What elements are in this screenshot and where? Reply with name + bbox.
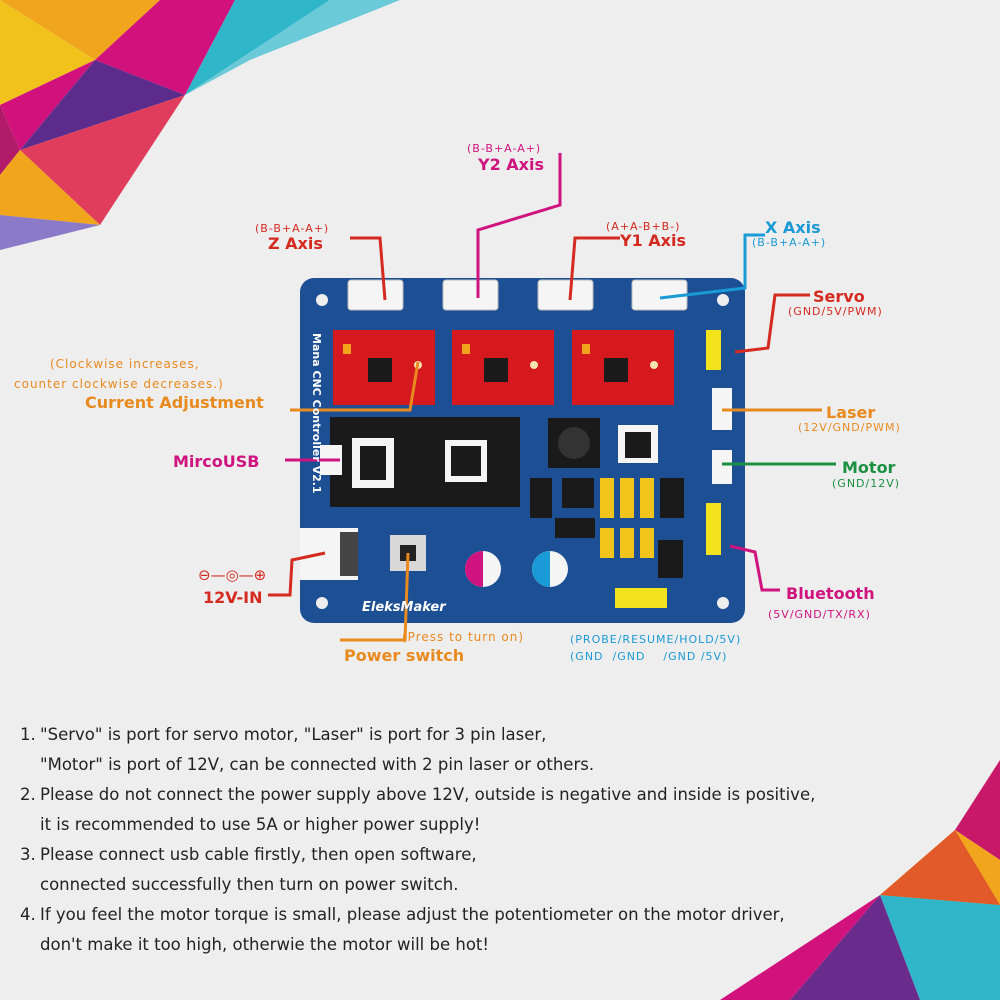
stepper-connectors xyxy=(347,279,688,311)
motor-pins: (GND/12V) xyxy=(832,477,901,490)
power-polarity-icon: ⊖—◎—⊕ xyxy=(198,566,267,584)
y2-axis-pins: (B-B+A-A+) xyxy=(467,142,542,155)
x-axis-label: X Axis xyxy=(765,218,821,237)
stepper-drivers xyxy=(333,330,674,405)
y1-axis-pins: (A+A-B+B-) xyxy=(606,220,681,233)
z-axis-label: Z Axis xyxy=(268,234,323,253)
current-note-1: (Clockwise increases, xyxy=(50,357,200,371)
motor-label: Motor xyxy=(842,458,896,477)
current-adjustment-label: Current Adjustment xyxy=(85,393,264,412)
power-switch-note: (Press to turn on) xyxy=(402,630,525,644)
bluetooth-pins: (5V/GND/TX/RX) xyxy=(768,608,871,621)
note-number: 3. xyxy=(20,845,36,864)
note-number: 4. xyxy=(20,905,36,924)
list-item: 2. Please do not connect the power suppl… xyxy=(20,780,980,840)
nano-module xyxy=(320,417,520,507)
note-line: connected successfully then turn on powe… xyxy=(40,875,459,894)
note-line: "Motor" is port of 12V, can be connected… xyxy=(40,755,595,774)
note-line: Please connect usb cable firstly, then o… xyxy=(40,845,477,864)
y2-axis-label: Y2 Axis xyxy=(478,155,544,174)
leader-lines xyxy=(268,153,836,642)
current-note-2: counter clockwise decreases.) xyxy=(14,377,224,391)
note-line: Please do not connect the power supply a… xyxy=(40,785,816,804)
laser-label: Laser xyxy=(826,403,876,422)
laser-pins: (12V/GND/PWM) xyxy=(798,421,901,434)
note-line: it is recommended to use 5A or higher po… xyxy=(40,815,481,834)
y1-axis-label: Y1 Axis xyxy=(620,231,686,250)
note-line: don't make it too high, otherwie the mot… xyxy=(40,935,490,954)
note-number: 2. xyxy=(20,785,36,804)
probe-pins-line2: (GND /GND /GND /5V) xyxy=(570,650,728,663)
notes-list: 1. "Servo" is port for servo motor, "Las… xyxy=(20,720,980,960)
note-line: "Servo" is port for servo motor, "Laser"… xyxy=(40,725,547,744)
z-axis-pins: (B-B+A-A+) xyxy=(255,222,330,235)
note-number: 1. xyxy=(20,725,36,744)
servo-label: Servo xyxy=(813,287,865,306)
bluetooth-label: Bluetooth xyxy=(786,584,875,603)
power-in-label: 12V-IN xyxy=(203,588,263,607)
board-title: Mana CNC Controller V2.1 xyxy=(310,333,323,494)
list-item: 3. Please connect usb cable firstly, the… xyxy=(20,840,980,900)
list-item: 4. If you feel the motor torque is small… xyxy=(20,900,980,960)
note-line: If you feel the motor torque is small, p… xyxy=(40,905,785,924)
list-item: 1. "Servo" is port for servo motor, "Las… xyxy=(20,720,980,780)
board-brand: EleksMaker xyxy=(362,600,447,615)
controller-board xyxy=(300,278,745,623)
servo-pins: (GND/5V/PWM) xyxy=(788,305,883,318)
microusb-label: MircoUSB xyxy=(173,452,260,471)
probe-pins-line1: (PROBE/RESUME/HOLD/5V) xyxy=(570,633,742,646)
x-axis-pins: (B-B+A-A+) xyxy=(752,236,827,249)
power-switch-label: Power switch xyxy=(344,646,465,665)
